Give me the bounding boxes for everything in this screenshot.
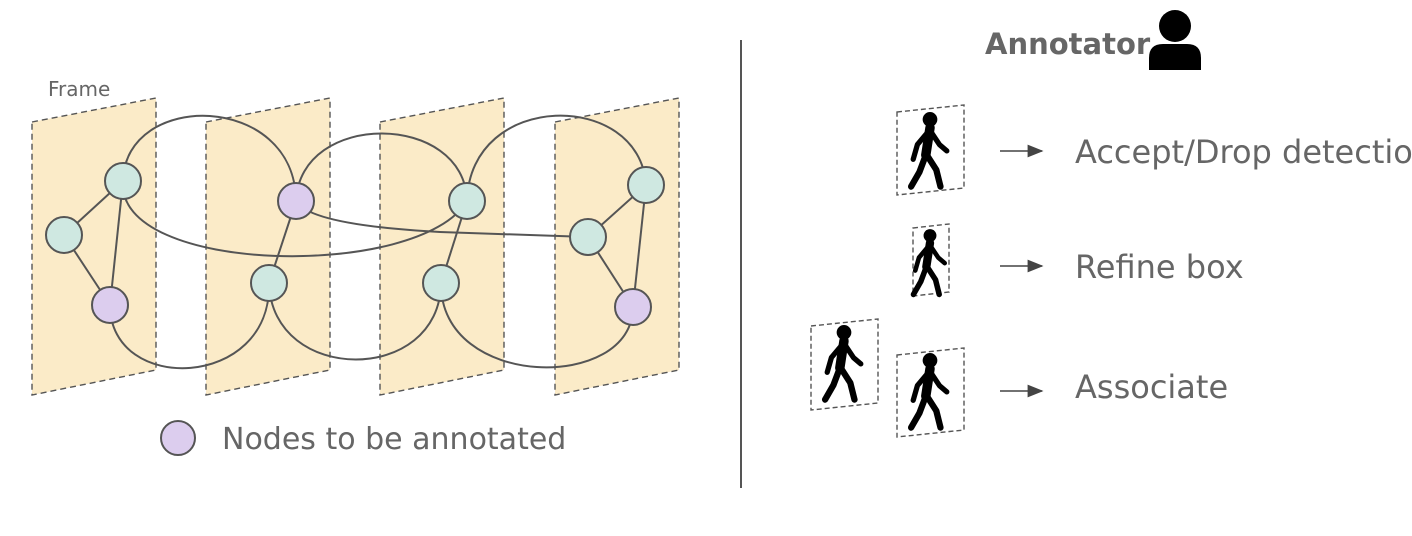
graph-node — [569, 218, 607, 256]
graph-nodes — [45, 162, 665, 326]
annotate-node — [614, 288, 652, 326]
graph-node — [45, 216, 83, 254]
annotator-title: Annotator — [985, 27, 1151, 61]
action-label: Refine box — [1075, 248, 1244, 286]
edge — [109, 180, 124, 306]
graph-node — [627, 166, 665, 204]
frame-label: Frame — [48, 77, 110, 101]
annotate-node — [91, 286, 129, 324]
edge — [121, 180, 468, 258]
edge — [466, 114, 647, 202]
edge — [295, 132, 468, 202]
graph-node — [448, 182, 486, 220]
edge — [122, 114, 297, 202]
frame-2 — [205, 97, 331, 396]
legend-swatch — [160, 420, 196, 456]
graph-node — [422, 264, 460, 302]
edge — [632, 184, 647, 308]
edge — [109, 282, 271, 370]
graph-node — [250, 264, 288, 302]
edge — [268, 282, 442, 361]
action-label: Accept/Drop detection — [1075, 133, 1412, 171]
legend: Nodes to be annotated — [160, 420, 566, 457]
edge — [439, 282, 634, 369]
user-icon — [1149, 10, 1201, 70]
annotate-node — [277, 182, 315, 220]
action-label: Associate — [1075, 368, 1228, 406]
legend-label: Nodes to be annotated — [222, 422, 566, 457]
graph-node — [104, 162, 142, 200]
